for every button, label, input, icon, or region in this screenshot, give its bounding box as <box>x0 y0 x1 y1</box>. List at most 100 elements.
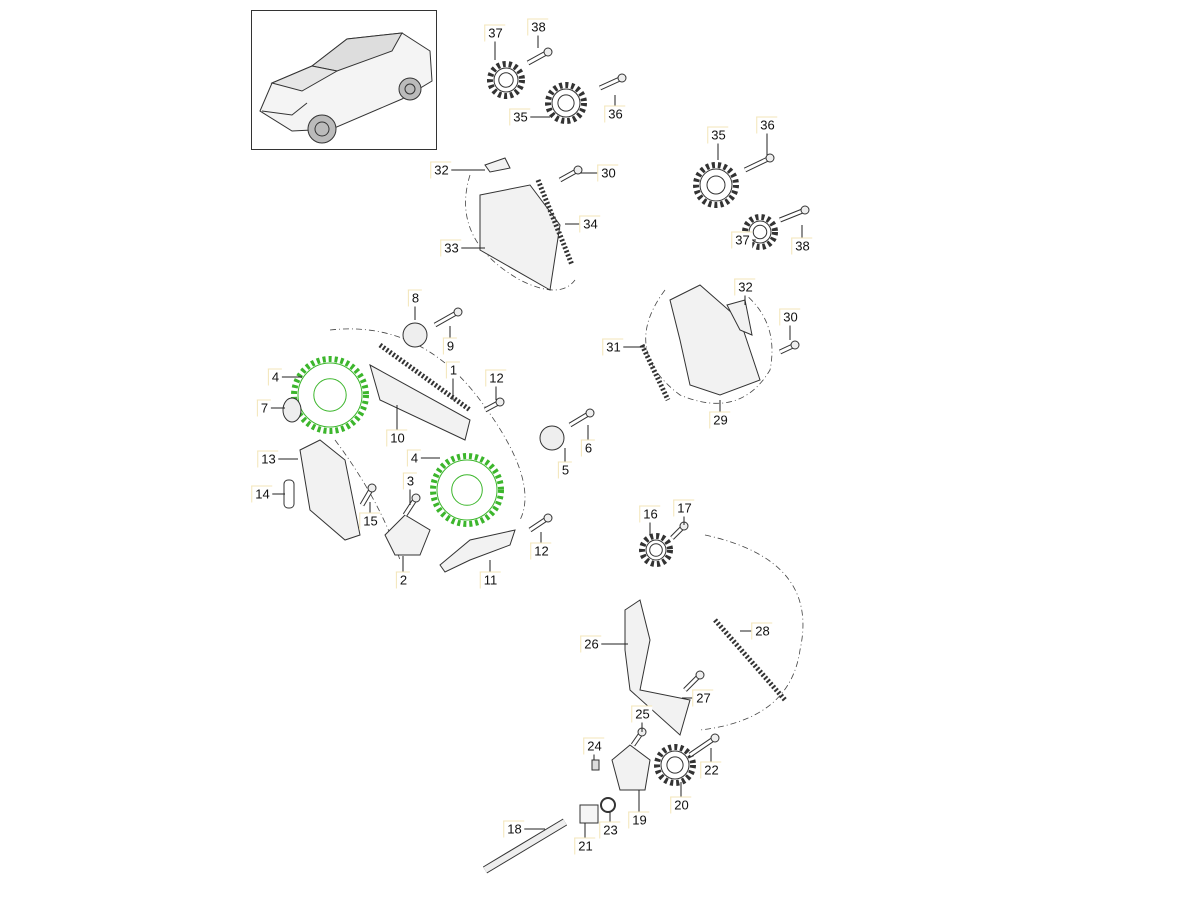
pin-24 <box>591 759 600 771</box>
chain-tensioner-13 <box>299 439 361 541</box>
guide-32b <box>726 299 753 336</box>
part-label[interactable]: 17 <box>673 499 695 517</box>
camshaft-sprocket-4a-rim <box>297 362 363 428</box>
guide-rail-11 <box>439 529 516 573</box>
part-label[interactable]: 28 <box>751 622 773 640</box>
outline-upper-right <box>645 289 773 404</box>
part-label[interactable]: 4 <box>267 368 283 386</box>
part-label[interactable]: 32 <box>734 278 756 296</box>
part-label[interactable]: 11 <box>479 571 501 589</box>
camshaft-sprocket-4a-hub <box>313 378 347 412</box>
bolt-36a-head <box>617 73 627 83</box>
part-label[interactable]: 25 <box>631 705 653 723</box>
part-label[interactable]: 30 <box>597 164 619 182</box>
part-label[interactable]: 20 <box>670 796 692 814</box>
guide-32a <box>484 157 511 173</box>
chain-guide-26 <box>624 599 691 736</box>
part-label[interactable]: 27 <box>692 689 714 707</box>
pulley-5 <box>539 425 565 451</box>
part-label[interactable]: 2 <box>395 571 411 589</box>
part-label[interactable]: 33 <box>440 239 462 257</box>
part-label[interactable]: 1 <box>445 361 461 379</box>
sprocket-37a-hub <box>498 72 514 88</box>
part-label[interactable]: 31 <box>602 338 624 356</box>
part-label[interactable]: 6 <box>580 439 596 457</box>
o-ring-23 <box>600 797 616 813</box>
timing-chain-1 <box>378 342 472 413</box>
bolt-12a-head <box>495 397 505 407</box>
washer-7 <box>282 397 302 423</box>
part-label[interactable]: 37 <box>484 24 506 42</box>
oil-pump-sprocket-20-rim <box>660 750 690 780</box>
bolt-30b-head <box>790 340 800 350</box>
part-label[interactable]: 10 <box>386 429 408 447</box>
bolt-38b-head <box>800 205 810 215</box>
part-label[interactable]: 14 <box>251 485 273 503</box>
outline-lower-chain <box>699 534 804 731</box>
bolt-22-inner <box>689 736 716 757</box>
part-label[interactable]: 13 <box>257 450 279 468</box>
chain-housing-29 <box>669 284 761 396</box>
chain-34 <box>535 179 575 266</box>
oil-pump-chain-28 <box>713 618 787 702</box>
part-label[interactable]: 3 <box>402 472 418 490</box>
oil-pump-19 <box>611 744 651 791</box>
car-icon <box>259 32 433 144</box>
shaft-18-inner <box>483 819 567 873</box>
camshaft-adjuster-35b-rim <box>699 168 733 202</box>
part-label[interactable]: 7 <box>256 399 272 417</box>
part-label[interactable]: 16 <box>639 505 661 523</box>
part-label[interactable]: 19 <box>628 811 650 829</box>
part-label[interactable]: 8 <box>407 289 423 307</box>
part-label[interactable]: 18 <box>503 820 525 838</box>
part-label[interactable]: 12 <box>485 369 507 387</box>
part-label[interactable]: 37 <box>731 231 753 249</box>
bolt-15-head <box>367 483 377 493</box>
part-label[interactable]: 36 <box>756 116 778 134</box>
bolt-36b-inner <box>744 156 771 172</box>
sprocket-16-hub <box>649 543 663 557</box>
sprocket-16-rim <box>645 539 667 561</box>
part-label[interactable]: 12 <box>530 542 552 560</box>
part-label[interactable]: 5 <box>557 461 573 479</box>
camshaft-sprocket-4b-hub <box>451 474 483 506</box>
part-label[interactable]: 36 <box>604 105 626 123</box>
bolt-27-head <box>695 670 705 680</box>
chain-housing-33 <box>479 184 561 291</box>
part-label[interactable]: 4 <box>406 449 422 467</box>
part-label[interactable]: 22 <box>700 761 722 779</box>
sprocket-37b-hub <box>752 224 768 240</box>
part-label[interactable]: 15 <box>359 512 381 530</box>
bolt-3-head <box>411 493 421 503</box>
bolt-6-head <box>585 408 595 418</box>
part-label[interactable]: 24 <box>583 737 605 755</box>
part-label[interactable]: 29 <box>709 411 731 429</box>
tensioner-8 <box>402 322 428 348</box>
part-label[interactable]: 23 <box>599 821 621 839</box>
part-label[interactable]: 32 <box>430 161 452 179</box>
part-label[interactable]: 30 <box>779 308 801 326</box>
part-label[interactable]: 35 <box>707 126 729 144</box>
part-label[interactable]: 35 <box>509 108 531 126</box>
camshaft-sprocket-4b-rim <box>436 459 498 521</box>
part-label[interactable]: 38 <box>791 237 813 255</box>
oil-pump-sprocket-20-hub <box>666 756 684 774</box>
sprocket-37a-rim <box>493 67 519 93</box>
chain-31 <box>639 343 671 402</box>
bolt-38a-head <box>543 47 553 57</box>
bolt-30a-head <box>573 165 583 175</box>
part-label[interactable]: 21 <box>574 837 596 855</box>
spring-21 <box>579 804 599 824</box>
part-label[interactable]: 34 <box>579 215 601 233</box>
part-label[interactable]: 9 <box>442 337 458 355</box>
part-label[interactable]: 38 <box>527 18 549 36</box>
vehicle-thumbnail <box>251 10 437 150</box>
camshaft-adjuster-35b-hub <box>706 175 726 195</box>
gasket-14 <box>283 479 295 509</box>
bolt-36b-head <box>765 153 775 163</box>
part-label[interactable]: 26 <box>580 635 602 653</box>
cover-plate-2 <box>384 514 431 556</box>
bolt-12b-head <box>543 513 553 523</box>
